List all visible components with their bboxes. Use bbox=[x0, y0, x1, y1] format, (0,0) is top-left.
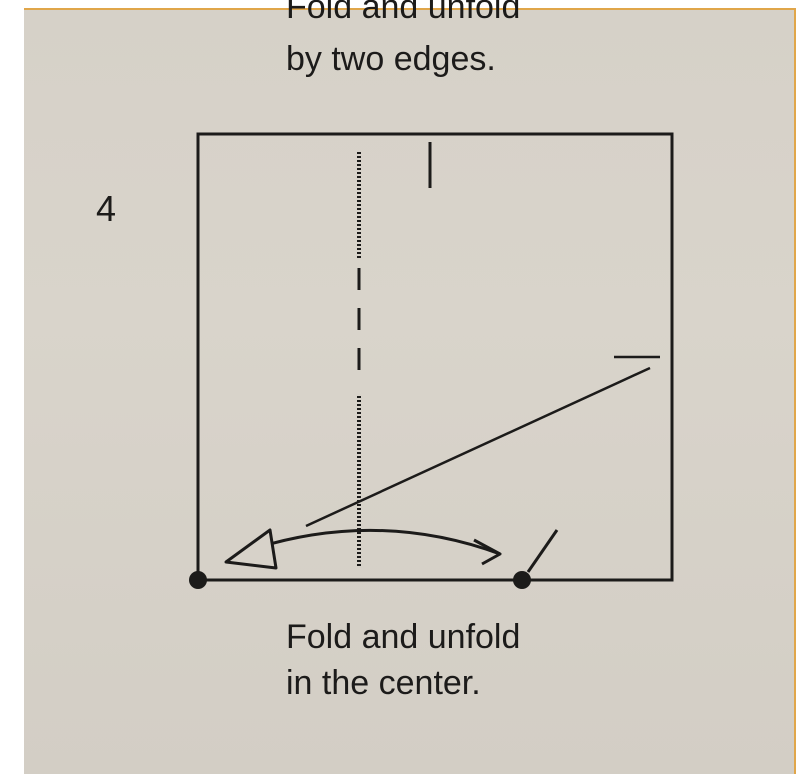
center-dot-icon bbox=[513, 571, 531, 589]
paper-square bbox=[196, 132, 674, 582]
unfold-arrowhead-icon bbox=[224, 528, 278, 570]
instruction-text-line-1: Fold and unfold bbox=[286, 618, 521, 656]
fold-arrowhead-icon bbox=[473, 538, 502, 566]
pinch-mark bbox=[526, 529, 559, 573]
previous-step-text-line-2: by two edges. bbox=[286, 40, 496, 78]
instruction-text-line-2: in the center. bbox=[286, 664, 481, 702]
step-number: 4 bbox=[96, 188, 117, 229]
previous-step-text-line-1: Fold and unfold bbox=[286, 0, 521, 26]
left-corner-dot-icon bbox=[189, 571, 207, 589]
diagonal-crease-line bbox=[305, 366, 651, 528]
fold-arrow-curve bbox=[255, 528, 501, 556]
book-page bbox=[24, 8, 796, 774]
